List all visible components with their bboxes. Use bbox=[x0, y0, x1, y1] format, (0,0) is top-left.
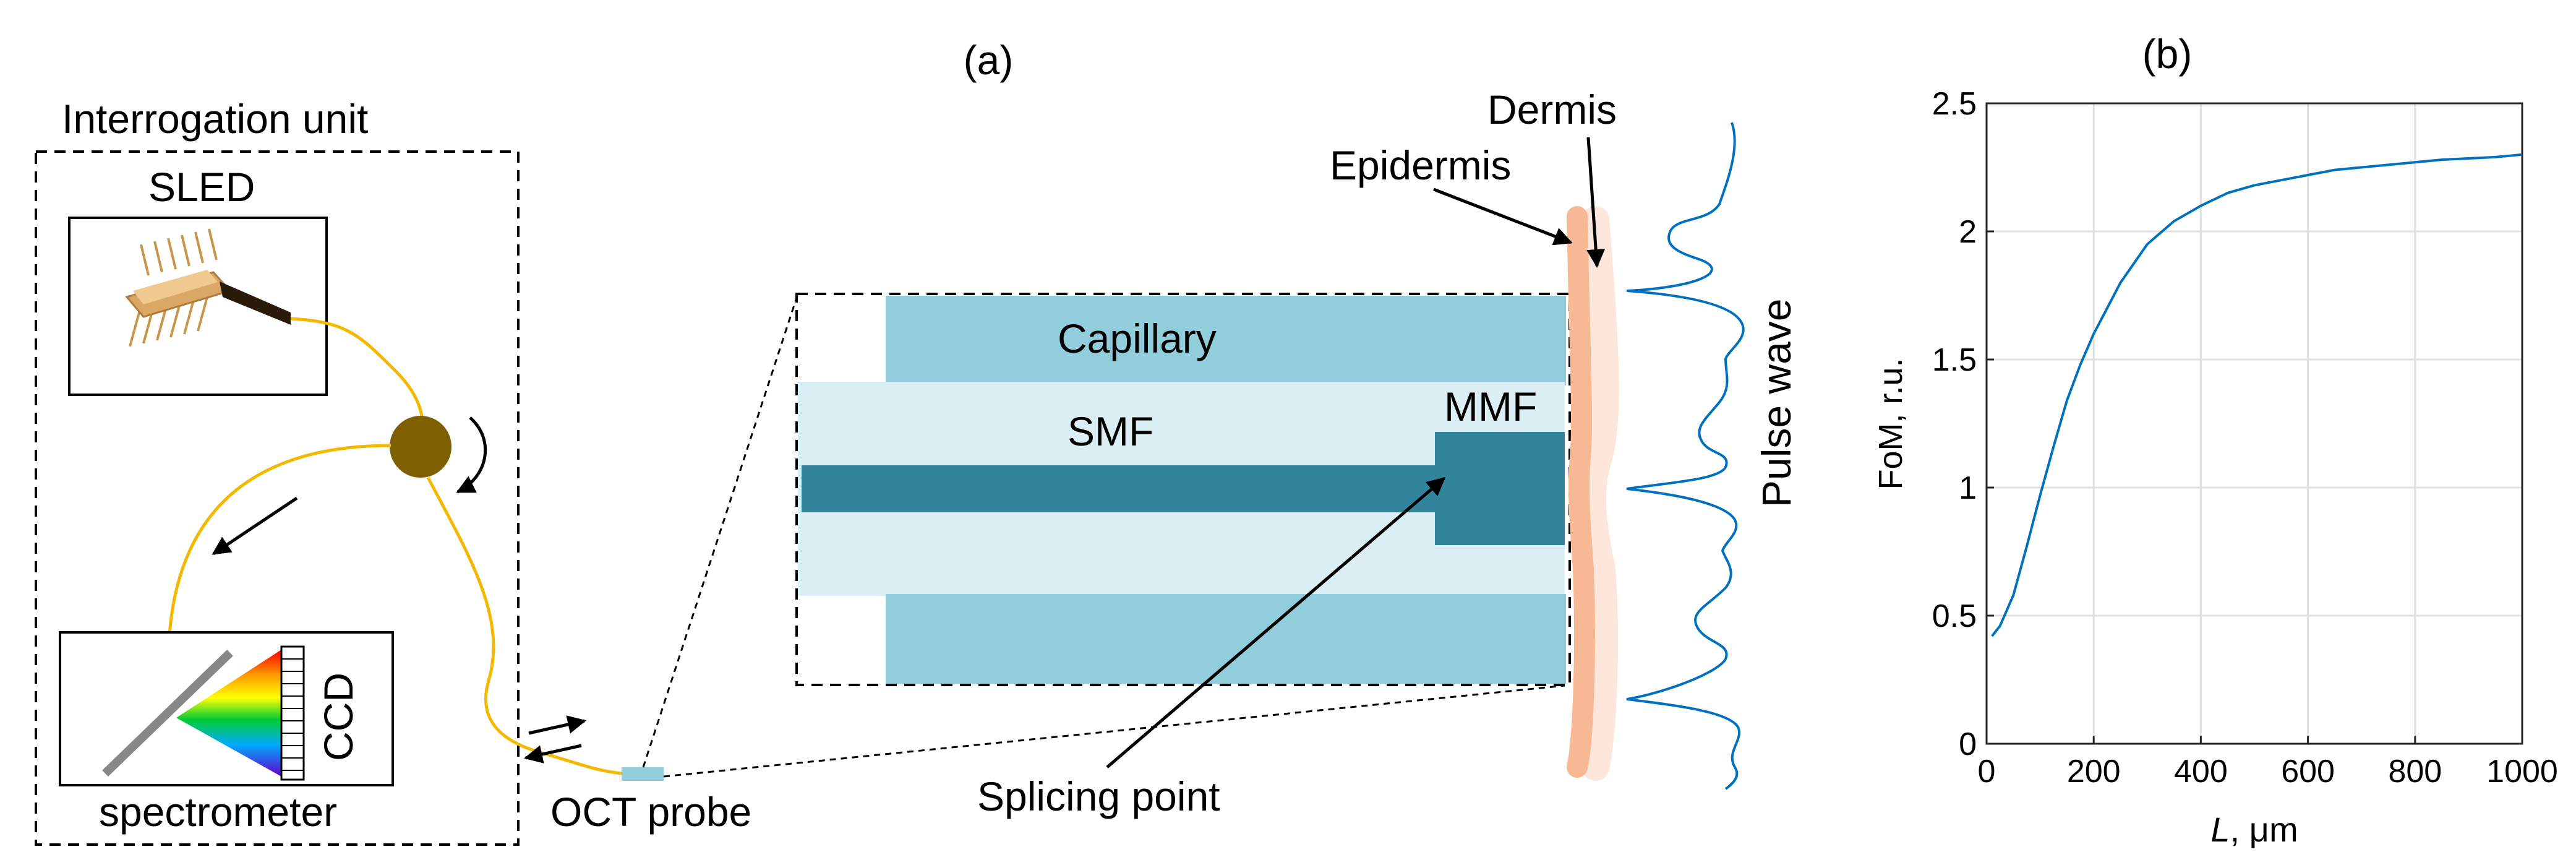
smf-label: SMF bbox=[1068, 408, 1153, 454]
x-tick-label: 800 bbox=[2388, 754, 2442, 790]
chart-axes-box bbox=[1985, 102, 2523, 745]
interrogation-unit-box bbox=[35, 150, 520, 846]
zoom-guide-top bbox=[642, 293, 799, 768]
capillary-top bbox=[886, 296, 1566, 385]
arrow-to-probe bbox=[528, 715, 586, 735]
pulse-wave-label: Pulse wave bbox=[1753, 298, 1799, 507]
circulator-rotation-arrow bbox=[456, 416, 487, 494]
fom-series-line bbox=[1991, 153, 2523, 637]
x-tick-label: 400 bbox=[2174, 754, 2228, 790]
fiber-circulator-to-probe bbox=[426, 476, 622, 775]
arrow-from-probe bbox=[524, 744, 582, 764]
spectrometer-label: spectrometer bbox=[99, 789, 337, 835]
ccd-array-icon bbox=[280, 645, 305, 781]
smf-core bbox=[802, 465, 1447, 512]
chart-xlabel-var: L bbox=[2210, 810, 2230, 849]
epidermis-layer bbox=[1567, 206, 1595, 778]
chart-ticks: 0 200 400 600 800 1000 0 0.5 1 1.5 2 2.5 bbox=[1932, 86, 2558, 790]
y-tick-label: 2.5 bbox=[1932, 86, 1977, 122]
mmf-label: MMF bbox=[1444, 384, 1537, 429]
grating-icon bbox=[102, 649, 233, 777]
chart-ylabel: FoM, r.u. bbox=[1872, 358, 1909, 489]
sled-label: SLED bbox=[148, 164, 255, 210]
x-tick-label: 0 bbox=[1978, 754, 1996, 790]
arrow-to-spectrometer bbox=[212, 496, 298, 556]
epidermis-arrow bbox=[1433, 187, 1573, 246]
oct-probe-label: OCT probe bbox=[550, 789, 751, 835]
mmf-section bbox=[1435, 432, 1565, 545]
x-tick-label: 1000 bbox=[2486, 754, 2558, 790]
sled-chip-icon bbox=[125, 228, 291, 347]
y-tick-label: 1.5 bbox=[1932, 342, 1977, 378]
y-tick-label: 2 bbox=[1959, 214, 1977, 250]
y-tick-label: 1 bbox=[1959, 470, 1977, 506]
fiber-circulator-to-spectrometer bbox=[166, 444, 392, 669]
dermis-label: Dermis bbox=[1487, 87, 1617, 132]
capillary-bottom bbox=[886, 594, 1566, 684]
dispersed-spectrum bbox=[176, 650, 281, 777]
dermis-arrow bbox=[1586, 137, 1606, 268]
splicing-point-arrow bbox=[1106, 477, 1446, 768]
chart-xlabel: L, μm bbox=[2210, 810, 2298, 849]
epidermis-label: Epidermis bbox=[1330, 142, 1511, 188]
chart-grid bbox=[1985, 102, 2523, 745]
ccd-label: CCD bbox=[315, 673, 361, 761]
chart-xlabel-unit: , μm bbox=[2230, 810, 2298, 849]
circulator-icon bbox=[390, 416, 451, 478]
dermis-layer bbox=[1579, 206, 1619, 781]
panel-b-label: (b) bbox=[2142, 31, 2193, 77]
y-tick-label: 0 bbox=[1959, 726, 1977, 762]
capillary-label: Capillary bbox=[1058, 316, 1217, 361]
interrogation-unit-title: Interrogation unit bbox=[62, 96, 368, 142]
y-tick-label: 0.5 bbox=[1932, 598, 1977, 634]
panel-a-label: (a) bbox=[964, 37, 1014, 83]
oct-probe-icon bbox=[622, 767, 664, 781]
x-tick-label: 600 bbox=[2281, 754, 2335, 790]
pulse-wave-trace bbox=[1626, 122, 1745, 790]
x-tick-label: 200 bbox=[2067, 754, 2121, 790]
splicing-point-label: Splicing point bbox=[977, 773, 1220, 819]
